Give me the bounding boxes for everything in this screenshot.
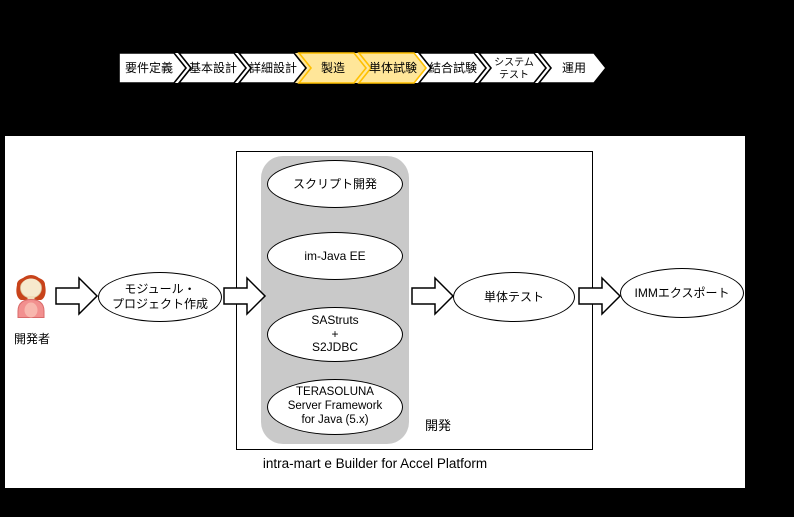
developer-person-icon bbox=[16, 275, 46, 318]
step-basic-design: 基本設計 bbox=[177, 52, 248, 84]
step-requirements-definition: 要件定義 bbox=[118, 52, 188, 84]
chevron-joint bbox=[414, 53, 431, 83]
development-group-label: 開発 bbox=[425, 418, 452, 433]
svg-text:要件定義: 要件定義 bbox=[125, 60, 173, 75]
chevron-joint bbox=[174, 53, 191, 83]
chevron-joint bbox=[294, 53, 311, 83]
developer-label: 開発者 bbox=[13, 332, 50, 346]
footer-title: intra-mart e Builder for Accel Platform bbox=[262, 456, 488, 471]
node-imm-export: IMMエクスポート bbox=[620, 268, 744, 318]
diagram-canvas: 開発者 モジュール・ プロジェクト作成 スクリプト開発 im-Java EE S… bbox=[5, 136, 745, 488]
node-text: プロジェクト作成 bbox=[111, 297, 208, 311]
hair-fringe-shape bbox=[19, 275, 43, 286]
node-unit-test: 単体テスト bbox=[453, 272, 575, 322]
chevron-joint bbox=[354, 53, 371, 83]
flow-arrow-2 bbox=[223, 276, 267, 316]
node-text: スクリプト開発 bbox=[292, 176, 377, 191]
step-detailed-design: 詳細設計 bbox=[237, 52, 308, 84]
flow-arrow-4 bbox=[578, 276, 622, 316]
chevron-joint bbox=[474, 53, 491, 83]
svg-text:基本設計: 基本設計 bbox=[189, 60, 237, 75]
flow-arrow-1 bbox=[55, 276, 99, 316]
step-unit-testing: 単体試験 bbox=[357, 52, 428, 84]
body-highlight-shape bbox=[24, 302, 38, 318]
svg-text:システム: システム bbox=[494, 57, 534, 69]
node-text: モジュール・ bbox=[124, 282, 196, 297]
svg-text:運用: 運用 bbox=[562, 61, 586, 75]
node-text: im-Java EE bbox=[304, 248, 366, 263]
process-flow-bar: 要件定義 基本設計 詳細設計 製造 単体試験 結合試験 システム テスト 運用 bbox=[118, 52, 608, 84]
node-text: + bbox=[331, 326, 339, 341]
svg-text:製造: 製造 bbox=[321, 61, 345, 75]
node-text: 単体テスト bbox=[483, 289, 544, 304]
node-im-java-ee: im-Java EE bbox=[267, 232, 403, 280]
step-operation: 運用 bbox=[537, 52, 608, 84]
node-script-development: スクリプト開発 bbox=[267, 160, 403, 208]
node-text: S2JDBC bbox=[311, 340, 358, 355]
node-sastruts-s2jdbc: SAStruts + S2JDBC bbox=[267, 307, 403, 362]
node-text: Server Framework bbox=[287, 400, 383, 413]
svg-text:詳細設計: 詳細設計 bbox=[249, 60, 297, 75]
flow-arrow-3 bbox=[411, 276, 455, 316]
step-manufacturing: 製造 bbox=[297, 52, 368, 84]
neck-shape bbox=[27, 296, 35, 301]
svg-text:結合試験: 結合試験 bbox=[429, 60, 477, 75]
node-text: SAStruts bbox=[311, 312, 359, 327]
chevron-joint bbox=[534, 53, 551, 83]
svg-text:テスト: テスト bbox=[499, 70, 529, 81]
node-module-project-creation: モジュール・ プロジェクト作成 bbox=[98, 272, 222, 322]
node-text: for Java (5.x) bbox=[301, 413, 369, 426]
node-text: TERASOLUNA bbox=[296, 386, 374, 399]
node-terasoluna-framework: TERASOLUNA Server Framework for Java (5.… bbox=[267, 379, 403, 435]
step-system-testing: システム テスト bbox=[477, 52, 548, 84]
svg-text:単体試験: 単体試験 bbox=[369, 60, 417, 75]
chevron-joint bbox=[234, 53, 251, 83]
step-integration-testing: 結合試験 bbox=[417, 52, 488, 84]
node-text: IMMエクスポート bbox=[634, 285, 730, 300]
